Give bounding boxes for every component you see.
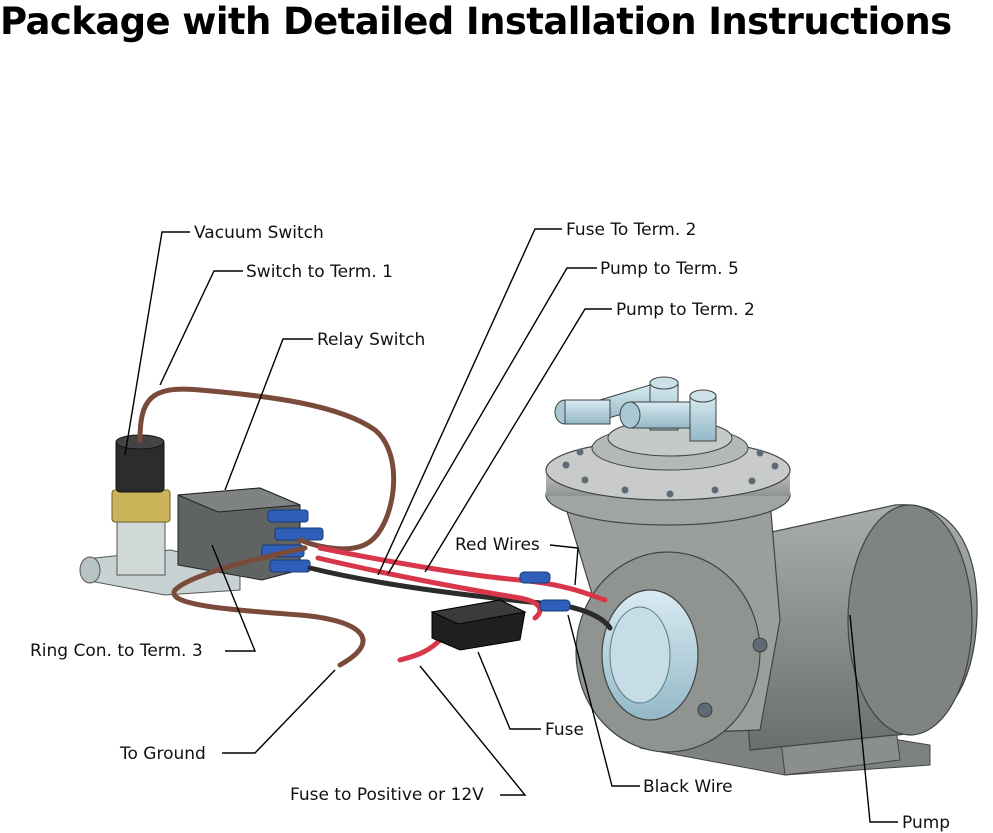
brown-wire-switch-to-term1 bbox=[137, 386, 397, 552]
brass-nut bbox=[111, 489, 171, 523]
wires bbox=[137, 386, 613, 668]
leader-pump-to-term5 bbox=[387, 267, 597, 575]
leader-relay-switch bbox=[224, 338, 313, 491]
leader-lines bbox=[124, 228, 898, 823]
flange-bolts bbox=[562, 448, 779, 498]
leader-vacuum-switch bbox=[124, 231, 190, 456]
page-title: Package with Detailed Installation Instr… bbox=[0, 0, 952, 43]
label-black-wire: Black Wire bbox=[643, 777, 733, 797]
label-fuse: Fuse bbox=[545, 720, 584, 740]
black-wire bbox=[307, 565, 613, 631]
label-vacuum-switch: Vacuum Switch bbox=[194, 223, 324, 243]
fuse-holder bbox=[430, 599, 527, 651]
label-red-wires: Red Wires bbox=[455, 535, 540, 555]
label-to-ground: To Ground bbox=[119, 744, 206, 764]
relay-switch bbox=[177, 487, 324, 581]
vacuum-port-fittings bbox=[554, 376, 717, 442]
leader-ring-con bbox=[211, 544, 257, 652]
pump-outlet-port bbox=[575, 551, 761, 753]
label-ring-con-to-term3: Ring Con. to Term. 3 bbox=[30, 641, 203, 661]
red-wire-positive bbox=[397, 637, 443, 663]
leader-to-ground bbox=[222, 669, 336, 754]
red-wire-2 bbox=[315, 555, 543, 621]
leader-fuse-to-positive bbox=[419, 665, 527, 796]
red-wire-1 bbox=[317, 545, 608, 603]
label-pump: Pump bbox=[902, 813, 950, 833]
leader-red-wires bbox=[549, 544, 579, 586]
label-fuse-to-positive: Fuse to Positive or 12V bbox=[290, 785, 484, 805]
label-pump-to-term5: Pump to Term. 5 bbox=[600, 259, 739, 279]
leader-switch-to-term1 bbox=[159, 270, 243, 386]
pump bbox=[545, 376, 978, 776]
label-switch-to-term1: Switch to Term. 1 bbox=[246, 262, 393, 282]
brown-wire-to-ground bbox=[171, 545, 366, 668]
label-relay-switch: Relay Switch bbox=[317, 330, 425, 350]
leader-pump-to-term2 bbox=[424, 308, 612, 573]
leader-pump bbox=[849, 614, 898, 823]
label-pump-to-term2: Pump to Term. 2 bbox=[616, 300, 755, 320]
pump-motor-endcap bbox=[847, 504, 973, 736]
label-fuse-to-term2: Fuse To Term. 2 bbox=[566, 220, 696, 240]
leader-fuse-to-term2 bbox=[377, 228, 562, 576]
leader-black-wire bbox=[567, 614, 640, 787]
callout-labels: Vacuum Switch Switch to Term. 1 Relay Sw… bbox=[30, 220, 950, 833]
leader-fuse bbox=[477, 651, 541, 730]
